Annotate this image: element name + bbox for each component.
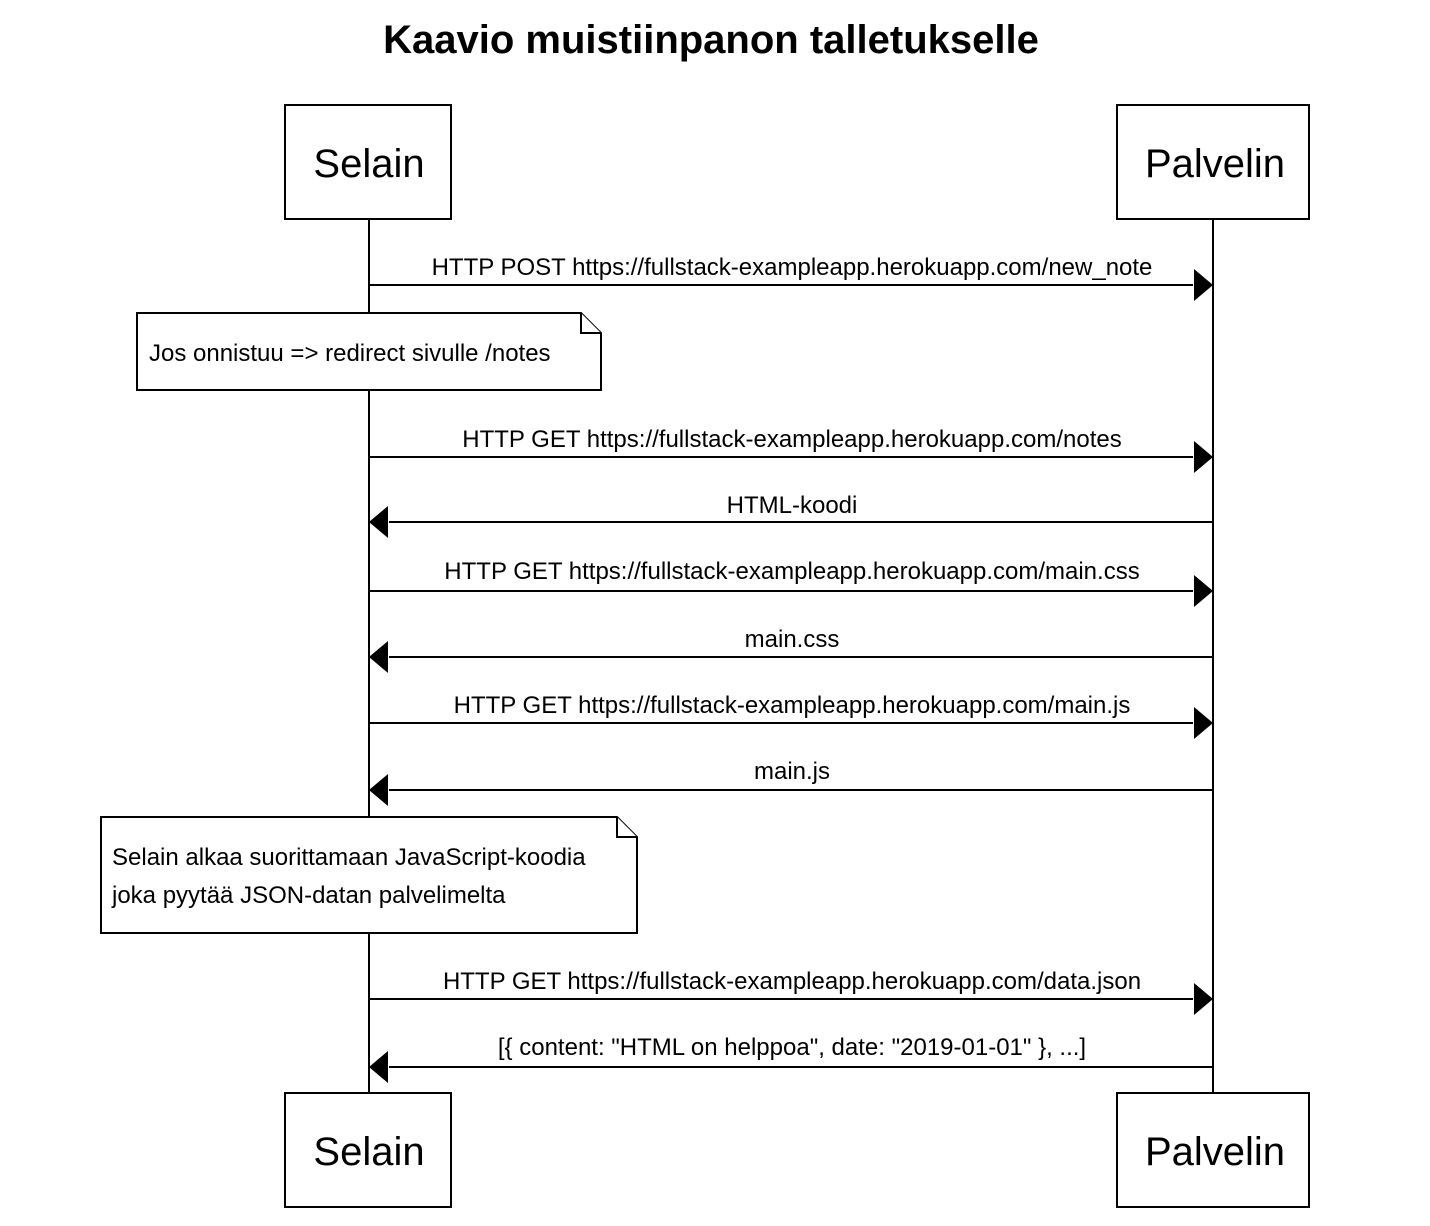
- server-actor-top-label: Palvelin: [1145, 142, 1285, 186]
- note-redirect: Jos onnistuu => redirect sivulle /notes: [136, 312, 602, 391]
- message-label: HTTP GET https://fullstack-exampleapp.he…: [444, 558, 1139, 585]
- message-get-data-json: HTTP GET https://fullstack-exampleapp.he…: [369, 968, 1213, 1015]
- note-line: Selain alkaa suorittamaan JavaScript-koo…: [112, 844, 586, 871]
- message-json-response: [{ content: "HTML on helppoa", date: "20…: [369, 1034, 1213, 1083]
- message-label: main.js: [754, 758, 830, 785]
- arrowhead-left-icon: [369, 506, 388, 538]
- server-actor-top: Palvelin: [1116, 104, 1310, 220]
- arrowhead-left-icon: [369, 641, 388, 673]
- message-label: HTTP GET https://fullstack-exampleapp.he…: [443, 968, 1141, 995]
- arrowhead-right-icon: [1194, 269, 1213, 301]
- arrowhead-right-icon: [1194, 441, 1213, 473]
- arrowhead-right-icon: [1194, 575, 1213, 607]
- arrowhead-right-icon: [1194, 983, 1213, 1015]
- message-get-main-css: HTTP GET https://fullstack-exampleapp.he…: [369, 558, 1213, 607]
- message-label: [{ content: "HTML on helppoa", date: "20…: [498, 1034, 1086, 1061]
- diagram-title: Kaavio muistiinpanon talletukselle: [383, 18, 1039, 62]
- message-label: HTML-koodi: [727, 492, 858, 519]
- note-javascript-execution: Selain alkaa suorittamaan JavaScript-koo…: [100, 816, 638, 934]
- message-get-main-js: HTTP GET https://fullstack-exampleapp.he…: [369, 692, 1213, 739]
- note-line: joka pyytää JSON-datan palvelimelta: [111, 882, 506, 909]
- server-actor-bottom-label: Palvelin: [1145, 1130, 1285, 1174]
- arrowhead-left-icon: [369, 1051, 388, 1083]
- message-label: HTTP GET https://fullstack-exampleapp.he…: [462, 426, 1121, 453]
- browser-actor-bottom: Selain: [284, 1092, 452, 1208]
- browser-actor-top-label: Selain: [313, 142, 424, 186]
- message-html-response: HTML-koodi: [369, 492, 1213, 538]
- browser-actor-top: Selain: [284, 104, 452, 220]
- server-actor-bottom: Palvelin: [1116, 1092, 1310, 1208]
- message-post-new-note: HTTP POST https://fullstack-exampleapp.h…: [369, 254, 1213, 301]
- arrowhead-left-icon: [369, 774, 388, 806]
- message-main-css-response: main.css: [369, 626, 1213, 673]
- message-main-js-response: main.js: [369, 758, 1213, 806]
- message-label: HTTP GET https://fullstack-exampleapp.he…: [454, 692, 1131, 719]
- message-get-notes: HTTP GET https://fullstack-exampleapp.he…: [369, 426, 1213, 473]
- message-label: HTTP POST https://fullstack-exampleapp.h…: [432, 254, 1153, 281]
- browser-actor-bottom-label: Selain: [313, 1130, 424, 1174]
- message-label: main.css: [745, 626, 840, 653]
- note-line: Jos onnistuu => redirect sivulle /notes: [149, 340, 551, 367]
- arrowhead-right-icon: [1194, 707, 1213, 739]
